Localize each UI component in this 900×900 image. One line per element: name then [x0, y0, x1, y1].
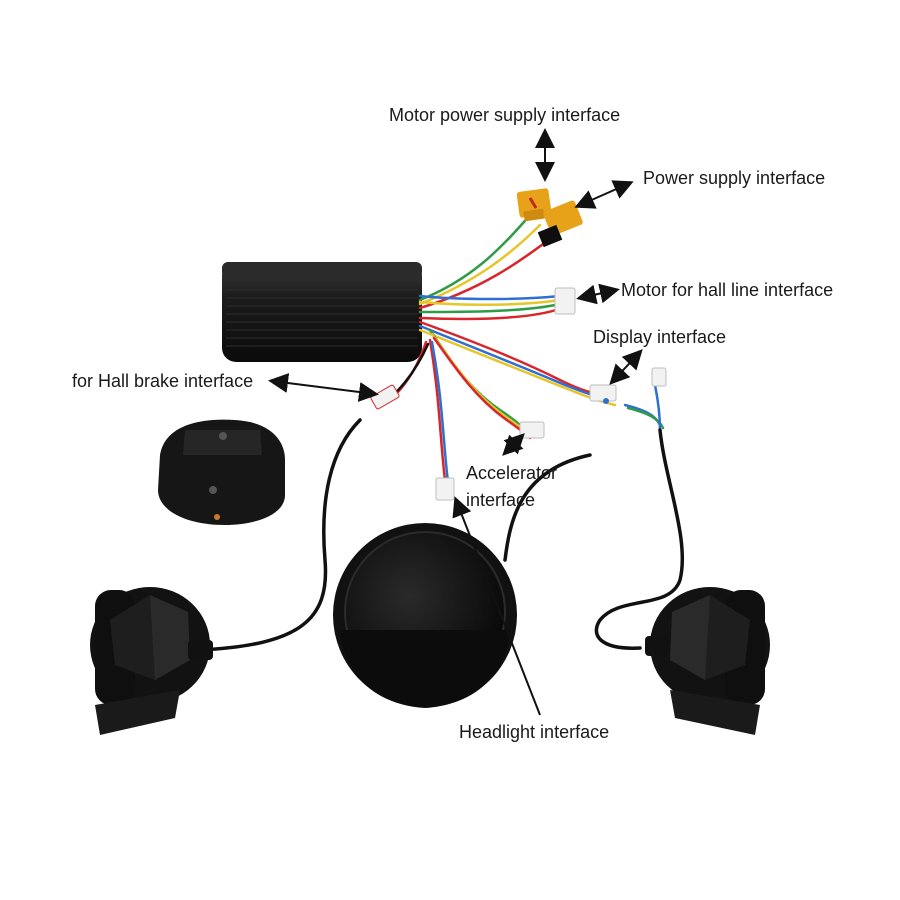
headlight-connector	[435, 477, 455, 501]
headlight-arrow	[452, 496, 541, 716]
left-throttle	[90, 587, 213, 735]
annotation-arrows	[268, 128, 643, 716]
hall-line-arrow	[576, 283, 620, 305]
motor-power-label: Motor power supply interface	[389, 105, 621, 125]
accelerator-arrow	[502, 433, 525, 456]
brake-connector	[370, 384, 400, 410]
hall-brake-arrow	[268, 373, 379, 402]
display-arrow	[609, 349, 643, 385]
right-throttle	[645, 587, 770, 735]
accelerator-connector	[519, 421, 545, 439]
accelerator-label: Accelerator interface	[466, 460, 557, 514]
round-display	[333, 523, 517, 708]
power-supply-connector	[537, 200, 583, 248]
mount-bracket	[158, 419, 285, 525]
throttle-cables	[198, 418, 685, 652]
display-label: Display interface	[593, 327, 727, 347]
hall-brake-label: for Hall brake interface	[72, 371, 254, 391]
display-connector	[589, 367, 667, 404]
controller-box	[222, 262, 422, 362]
headlight-label: Headlight interface	[459, 722, 610, 742]
motor-power-connector	[516, 188, 552, 222]
power-supply-arrow	[574, 180, 634, 209]
hall-line-label: Motor for hall line interface	[621, 280, 834, 300]
hall-line-connector	[554, 287, 576, 315]
accelerator-label-line1: Accelerator	[466, 463, 558, 483]
power-supply-label: Power supply interface	[643, 168, 826, 188]
accelerator-label-line2: interface	[466, 490, 536, 510]
